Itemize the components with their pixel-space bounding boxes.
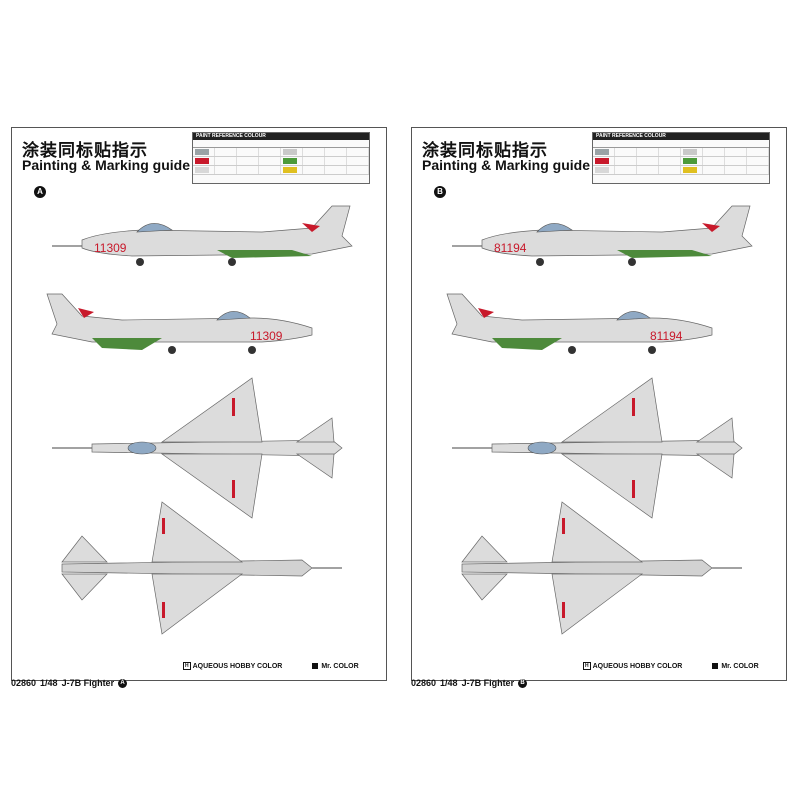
mr-color-icon [712,663,719,669]
bottom-view [461,501,742,635]
legend-row [593,148,769,157]
swatch-yellow [283,167,297,173]
painting-guide-sheet-a: 涂装同标贴指示 Painting & Marking guide PAINT R… [11,127,387,681]
top-view [52,377,343,519]
title-chinese: 涂装同标贴指示 [422,141,548,160]
model-label-a: 02860 1/48 J-7B Fighter A [11,678,128,688]
legend-header: PAINT REFERENCE COLOUR [593,133,769,140]
legend-columns [593,140,769,148]
tail-number-side-2: 11309 [250,329,283,343]
title-english: Painting & Marking guide [22,157,191,173]
swatch-grey [595,149,609,155]
side-view-left: 11309 [52,205,353,266]
model-code: 02860 [11,678,37,688]
model-code: 02860 [411,678,437,688]
tail-number-side-2: 81194 [650,329,683,343]
title-chinese: 涂装同标贴指示 [22,141,148,160]
top-view [452,377,743,519]
model-scale: 1/48 [440,678,458,688]
swatch-grey [195,149,209,155]
swatch-green [283,158,297,164]
legend-header: PAINT REFERENCE COLOUR [193,133,369,140]
model-name: J-7B Fighter [461,678,515,688]
swatch-grey2 [283,149,297,155]
model-badge: B [518,678,528,688]
paint-legend-footer-a: H AQUEOUS HOBBY COLOR Mr. COLOR [183,662,359,670]
legend-row [593,157,769,166]
scheme-badge: A [34,186,46,198]
mr-color-label: Mr. COLOR [721,662,759,670]
legend-row [193,166,369,175]
model-scale: 1/48 [40,678,58,688]
swatch-yellow [683,167,697,173]
tail-number-side: 81194 [494,241,527,255]
scheme-badge: B [434,186,446,198]
model-badge: A [118,678,128,688]
mr-color-label: Mr. COLOR [321,662,359,670]
title-english: Painting & Marking guide [422,157,591,173]
swatch-red [195,158,209,164]
legend-row [193,157,369,166]
paint-legend-footer-b: H AQUEOUS HOBBY COLOR Mr. COLOR [583,662,759,670]
aqueous-prefix: H [183,662,191,670]
swatch-red [595,158,609,164]
legend-row [193,148,369,157]
paint-reference-table: PAINT REFERENCE COLOUR [592,132,770,184]
aqueous-label: AQUEOUS HOBBY COLOR [592,662,683,670]
mr-color-icon [312,663,319,669]
aircraft-drawings-a: 11309 11309 [46,205,353,635]
side-view-right: 81194 [446,293,713,354]
side-view-left: 81194 [452,205,753,266]
swatch-silver [595,167,609,173]
swatch-grey2 [683,149,697,155]
model-name: J-7B Fighter [61,678,115,688]
paint-reference-table: PAINT REFERENCE COLOUR [192,132,370,184]
swatch-silver [195,167,209,173]
aqueous-prefix: H [583,662,591,670]
swatch-green [683,158,697,164]
model-label-b: 02860 1/48 J-7B Fighter B [411,678,528,688]
tail-number-side: 11309 [94,241,127,255]
bottom-view [61,501,342,635]
legend-columns [193,140,369,148]
painting-guide-sheet-b: 涂装同标贴指示 Painting & Marking guide PAINT R… [411,127,787,681]
legend-row [593,166,769,175]
aqueous-label: AQUEOUS HOBBY COLOR [192,662,283,670]
aircraft-drawings-b: 81194 81194 [446,205,753,635]
side-view-right: 11309 [46,293,313,354]
